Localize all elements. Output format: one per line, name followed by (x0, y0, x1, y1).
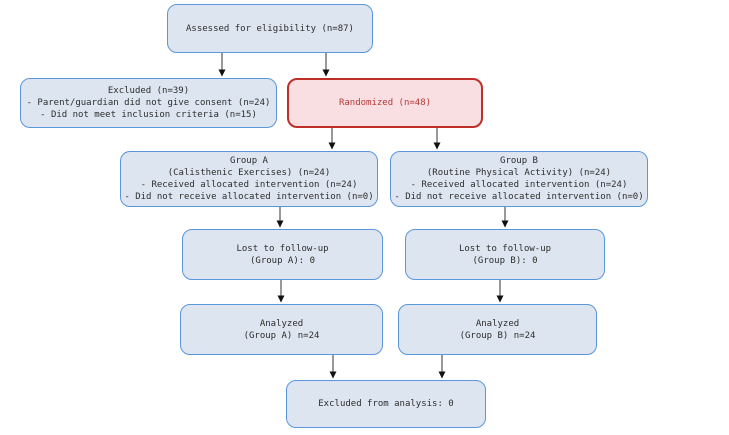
node-text-line: Excluded from analysis: 0 (318, 399, 454, 409)
node-text-line: Assessed for eligibility (n=87) (186, 23, 354, 34)
node-analyzed-a: Analyzed (Group A) n=24 (180, 304, 383, 355)
node-randomized: Randomized (n=48) (287, 78, 483, 128)
node-text-line: - Did not receive allocated intervention… (394, 192, 644, 202)
node-lost-followup-a: Lost to follow-up (Group A): 0 (182, 229, 383, 280)
node-text-line: - Received allocated intervention (n=24) (140, 180, 358, 190)
node-text-line: - Parent/guardian did not give consent (… (26, 98, 271, 108)
node-text-line: (Calisthenic Exercises) (n=24) (167, 168, 331, 178)
node-lost-followup-b: Lost to follow-up (Group B): 0 (405, 229, 605, 280)
node-group-a: Group A (Calisthenic Exercises) (n=24) -… (120, 151, 378, 207)
node-assessed-eligibility: Assessed for eligibility (n=87) (167, 4, 373, 53)
node-text-line: Group B (500, 156, 538, 166)
node-text-line: (Group A): 0 (249, 255, 316, 266)
node-group-b: Group B (Routine Physical Activity) (n=2… (390, 151, 648, 207)
node-text-line: - Did not meet inclusion criteria (n=15) (40, 110, 257, 120)
node-text-line: (Routine Physical Activity) (n=24) (426, 168, 612, 178)
node-analyzed-b: Analyzed (Group B) n=24 (398, 304, 597, 355)
node-text-line: - Did not receive allocated intervention… (124, 192, 374, 202)
node-text-line: (Group A) n=24 (243, 330, 320, 341)
node-text-line: Analyzed (259, 318, 304, 329)
node-text-line: Excluded (n=39) (107, 86, 190, 96)
node-text-line: Lost to follow-up (236, 243, 329, 254)
node-text-line: Randomized (n=48) (338, 98, 432, 108)
node-text-line: Lost to follow-up (458, 243, 552, 254)
node-text-line: Analyzed (475, 318, 520, 329)
node-excluded-from-analysis: Excluded from analysis: 0 (286, 380, 486, 428)
node-text-line: Group A (230, 156, 268, 166)
node-text-line: - Received allocated intervention (n=24) (410, 180, 628, 190)
node-text-line: (Group B) n=24 (459, 330, 536, 341)
node-text-line: (Group B): 0 (472, 255, 538, 266)
node-excluded: Excluded (n=39) - Parent/guardian did no… (20, 78, 277, 128)
